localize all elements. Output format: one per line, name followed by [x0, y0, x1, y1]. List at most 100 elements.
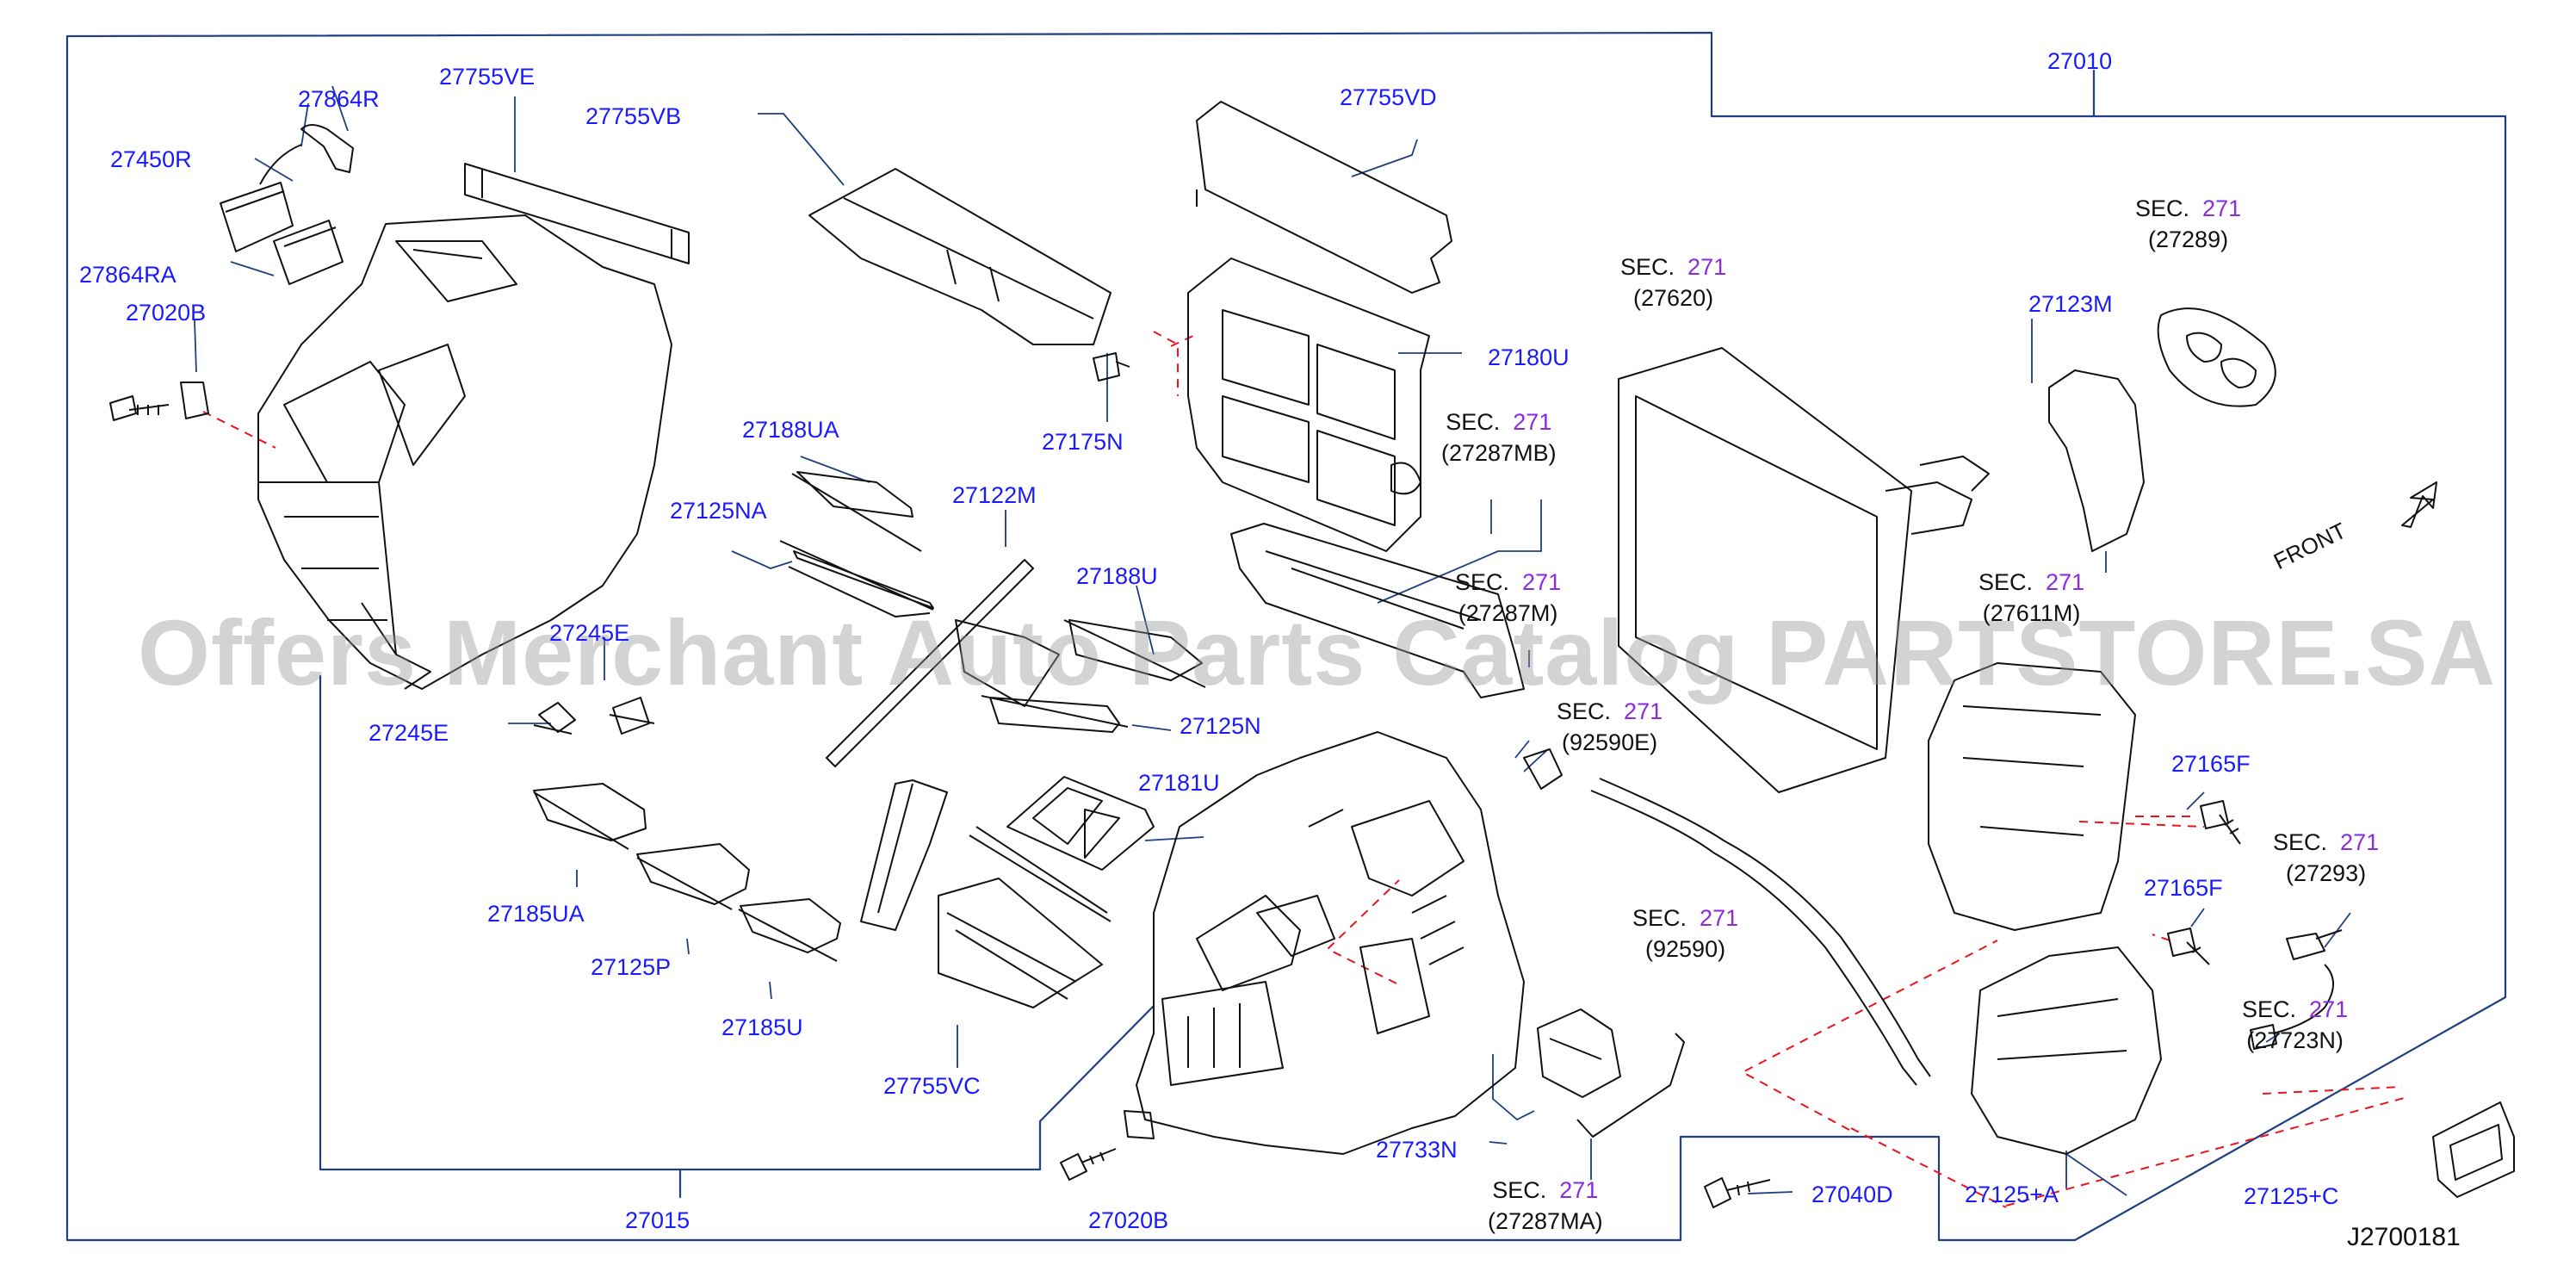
label-27245E-b[interactable]: 27245E: [368, 720, 449, 746]
sec-ref-27293[interactable]: SEC. 271 (27293): [2273, 827, 2379, 890]
part-27020B-bottom: [1124, 1110, 1155, 1139]
sec-number: 271: [2309, 996, 2349, 1022]
part-92590: [1590, 778, 1931, 1086]
label-27040D[interactable]: 27040D: [1811, 1182, 1893, 1207]
part-27293: [2286, 929, 2343, 960]
label-27188UA[interactable]: 27188UA: [742, 417, 839, 443]
assembly-27010-frame: [65, 31, 2507, 1242]
sec-word: SEC.: [1620, 254, 1675, 280]
sec-part: (27611M): [1982, 600, 2081, 627]
watermark: Offers Merchant Auto Parts Catalog PARTS…: [138, 600, 2497, 704]
label-27175N[interactable]: 27175N: [1042, 429, 1124, 455]
sec-part: (27723N): [2246, 1027, 2344, 1054]
sec-number: 271: [2202, 195, 2242, 221]
sec-word: SEC.: [1446, 409, 1501, 435]
sec-ref-27611M[interactable]: SEC. 271 (27611M): [1978, 567, 2084, 630]
sec-part: (27289): [2148, 226, 2229, 253]
label-27864R[interactable]: 27864R: [298, 86, 380, 112]
part-27180U: [1187, 257, 1430, 552]
part-27611M: [1928, 662, 2136, 931]
label-27733N[interactable]: 27733N: [1376, 1137, 1458, 1163]
label-27180U[interactable]: 27180U: [1488, 344, 1570, 370]
label-27755VD[interactable]: 27755VD: [1340, 84, 1437, 110]
label-27125A[interactable]: 27125+A: [1965, 1182, 2059, 1207]
label-27864RA[interactable]: 27864RA: [79, 262, 176, 288]
sec-number: 271: [1522, 569, 1562, 595]
sec-number: 271: [1513, 409, 1552, 435]
sec-part: (27620): [1633, 285, 1714, 312]
part-27245E-b: [609, 697, 655, 735]
label-27755VC[interactable]: 27755VC: [883, 1073, 981, 1099]
screw-bottom: [1060, 1148, 1117, 1181]
label-27245E-a[interactable]: 27245E: [549, 620, 630, 646]
screw-top: [109, 395, 170, 421]
sec-ref-27620[interactable]: SEC. 271 (27620): [1620, 251, 1726, 314]
part-27040D: [1704, 1177, 1771, 1208]
label-27020B-top[interactable]: 27020B: [126, 300, 207, 326]
label-27125C[interactable]: 27125+C: [2244, 1183, 2339, 1209]
sec-ref-92590E[interactable]: SEC. 271 (92590E): [1557, 696, 1663, 759]
part-27289: [2157, 307, 2276, 407]
label-27010[interactable]: 27010: [2047, 48, 2113, 74]
sec-part: (27287MB): [1441, 440, 1557, 467]
sec-word: SEC.: [2242, 996, 2297, 1022]
part-27125C: [2432, 1101, 2515, 1198]
part-27755VE: [464, 163, 690, 264]
part-27755VD: [1196, 101, 1452, 294]
label-27185UA[interactable]: 27185UA: [487, 901, 585, 927]
sec-part: (27287MA): [1488, 1208, 1603, 1235]
label-27123M[interactable]: 27123M: [2028, 291, 2113, 317]
sec-number: 271: [2046, 569, 2085, 595]
sec-ref-27289[interactable]: SEC. 271 (27289): [2135, 193, 2241, 256]
sec-number: 271: [2340, 829, 2380, 855]
sec-word: SEC.: [1492, 1177, 1547, 1203]
part-92590E: [1523, 748, 1563, 790]
sec-number: 271: [1624, 698, 1663, 724]
label-27122M[interactable]: 27122M: [952, 482, 1037, 508]
sec-word: SEC.: [2273, 829, 2328, 855]
label-27020B-bottom[interactable]: 27020B: [1088, 1207, 1169, 1233]
sec-number: 271: [1700, 905, 1739, 931]
label-27181U[interactable]: 27181U: [1138, 770, 1220, 796]
sec-number: 271: [1687, 254, 1727, 280]
part-27185UA: [533, 783, 647, 850]
part-27864R: [300, 124, 354, 173]
label-27125NA[interactable]: 27125NA: [670, 498, 767, 524]
sec-ref-27723N[interactable]: SEC. 271 (27723N): [2242, 994, 2348, 1057]
part-27755VC: [938, 878, 1103, 1008]
sec-part: (92590): [1645, 936, 1726, 963]
part-27123M: [2048, 369, 2145, 552]
label-27125N[interactable]: 27125N: [1180, 713, 1261, 739]
sec-part: (27293): [2286, 860, 2367, 887]
sec-word: SEC.: [2135, 195, 2190, 221]
label-27185U[interactable]: 27185U: [721, 1014, 803, 1040]
sec-word: SEC.: [1978, 569, 2034, 595]
label-27188U[interactable]: 27188U: [1076, 563, 1158, 589]
sec-word: SEC.: [1557, 698, 1612, 724]
label-27450R[interactable]: 27450R: [110, 146, 192, 172]
part-27287MA: [1576, 1033, 1685, 1138]
part-27185U: [738, 898, 841, 962]
label-27755VE[interactable]: 27755VE: [439, 64, 536, 90]
label-27755VB[interactable]: 27755VB: [585, 103, 682, 129]
sec-ref-92590[interactable]: SEC. 271 (92590): [1632, 903, 1738, 965]
part-27723N: [2250, 964, 2334, 1050]
part-27620: [1618, 347, 1912, 793]
part-27245E-a: [533, 702, 576, 735]
label-27125P[interactable]: 27125P: [591, 954, 672, 980]
part-27188UA: [791, 471, 922, 552]
sec-ref-27287MA[interactable]: SEC. 271 (27287MA): [1488, 1175, 1603, 1238]
sec-ref-27287M[interactable]: SEC. 271 (27287M): [1455, 567, 1561, 630]
label-27165F-b[interactable]: 27165F: [2144, 875, 2223, 901]
sec-number: 271: [1559, 1177, 1599, 1203]
part-27864RA: [273, 220, 344, 285]
label-27015[interactable]: 27015: [625, 1207, 690, 1233]
label-27165F-a[interactable]: 27165F: [2171, 751, 2251, 777]
part-left-case: [257, 214, 672, 690]
sec-ref-27287MB[interactable]: SEC. 271 (27287MB): [1441, 406, 1557, 469]
sec-word: SEC.: [1455, 569, 1510, 595]
part-27125P: [636, 843, 750, 910]
diagram-id: J2700181: [2347, 1223, 2461, 1251]
